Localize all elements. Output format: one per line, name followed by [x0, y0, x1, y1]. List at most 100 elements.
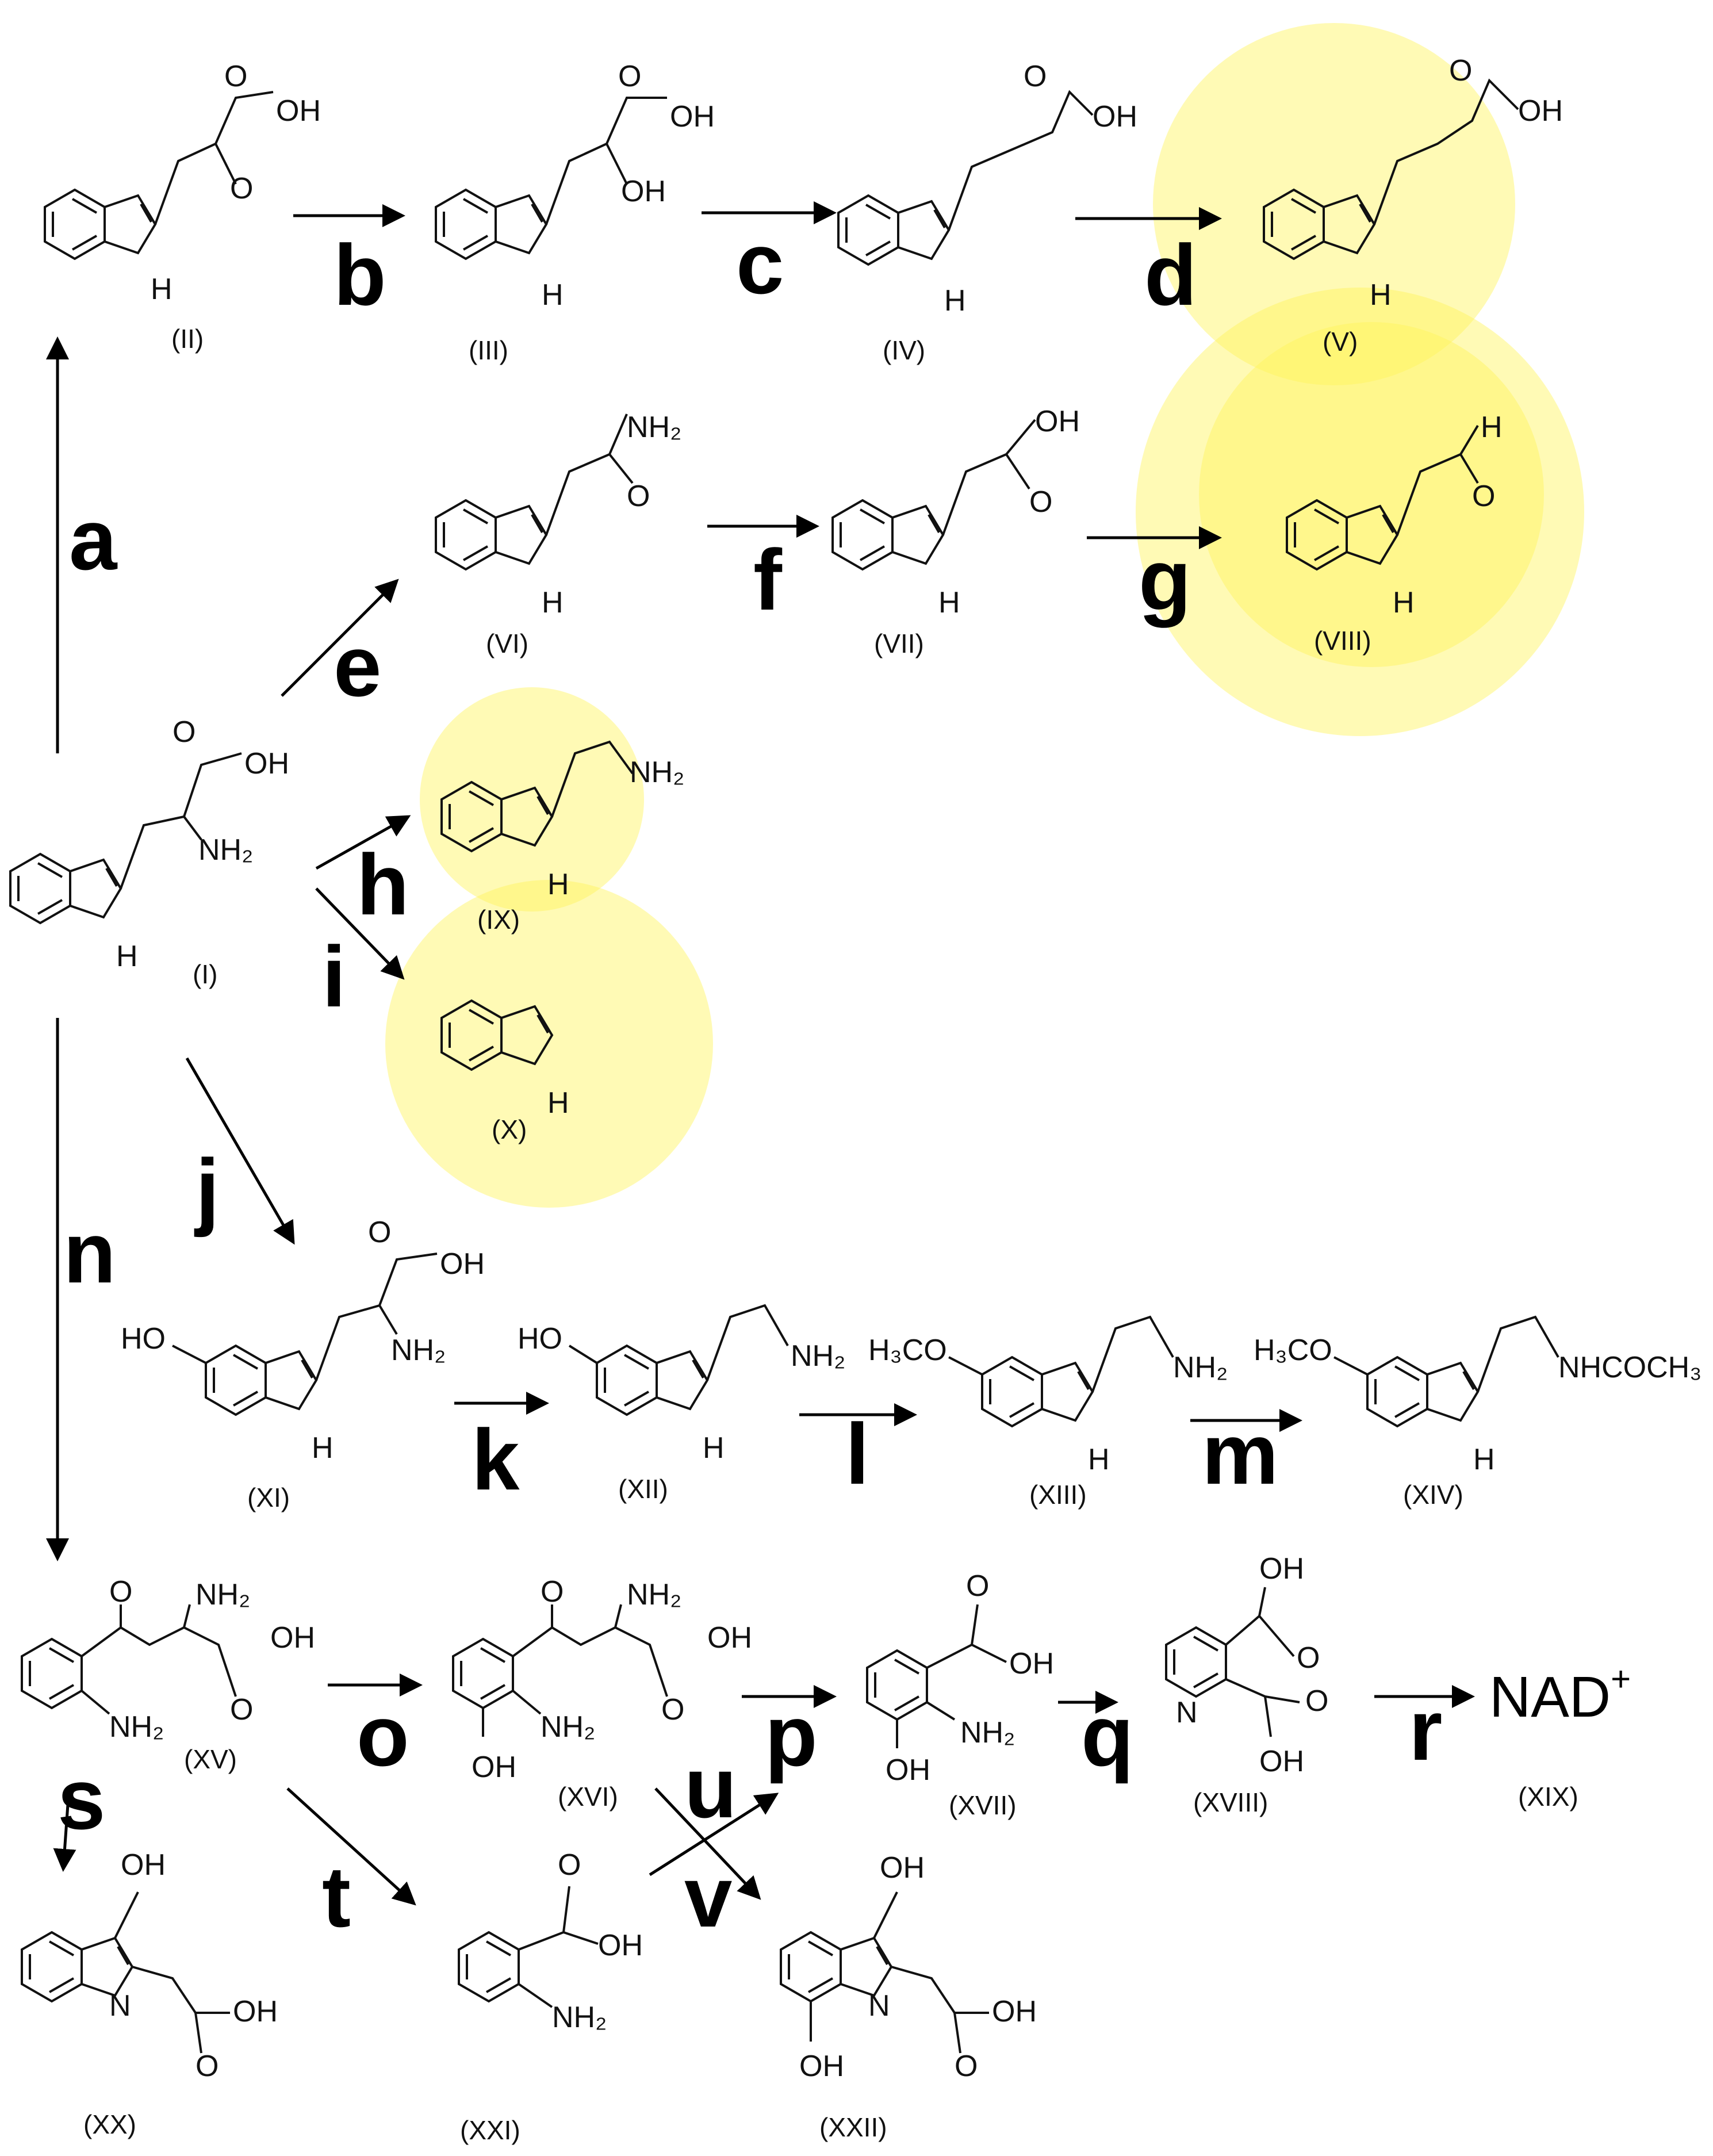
structure-vii: OH O H	[831, 405, 1080, 619]
svg-text:OH: OH	[1259, 1552, 1304, 1586]
compound-label-xvi: (XVI)	[558, 1782, 618, 1812]
compound-label-viii: (VIII)	[1314, 626, 1371, 656]
svg-text:NH₂: NH₂	[1173, 1351, 1228, 1384]
structure-ix: NH₂ H	[440, 740, 684, 901]
svg-text:OH: OH	[992, 1995, 1037, 2028]
svg-text:OH: OH	[707, 1621, 752, 1655]
svg-text:O: O	[558, 1848, 581, 1882]
structure-x: H	[440, 1000, 569, 1120]
step-label-j: j	[194, 1141, 220, 1238]
step-label-b: b	[334, 227, 386, 323]
svg-text:H₃CO: H₃CO	[1254, 1334, 1332, 1367]
svg-text:N: N	[1176, 1696, 1198, 1729]
step-label-q: q	[1081, 1687, 1134, 1784]
step-label-k: k	[472, 1411, 520, 1508]
svg-text:H: H	[944, 284, 966, 317]
arrow-j	[185, 1057, 295, 1245]
structure-xvii: O OH NH₂ OH	[866, 1569, 1054, 1787]
nad-product: NAD+	[1489, 1660, 1631, 1729]
step-label-s: s	[58, 1751, 105, 1847]
svg-text:O: O	[1305, 1684, 1328, 1718]
svg-text:OH: OH	[276, 94, 321, 128]
svg-text:NH₂: NH₂	[627, 1578, 681, 1611]
svg-text:OH: OH	[121, 1848, 166, 1882]
svg-text:H: H	[547, 868, 569, 901]
step-label-u: u	[684, 1739, 737, 1836]
structure-viii: H O H	[1286, 411, 1503, 619]
svg-text:OH: OH	[1009, 1647, 1054, 1680]
arrow-u	[649, 1793, 779, 1877]
step-label-f: f	[753, 531, 783, 628]
svg-text:N: N	[868, 1989, 890, 2023]
svg-text:H: H	[938, 586, 960, 619]
compound-label-iv: (IV)	[883, 335, 925, 365]
svg-text:O: O	[661, 1693, 684, 1726]
svg-text:OH: OH	[440, 1247, 485, 1281]
structure-xiii: H₃CO NH₂ H	[868, 1315, 1228, 1476]
compound-label-xx: (XX)	[83, 2109, 136, 2139]
structure-xviii: OH O O OH N	[1165, 1552, 1328, 1778]
svg-text:O: O	[224, 60, 247, 93]
compound-label-xiii: (XIII)	[1029, 1480, 1087, 1510]
svg-text:N: N	[109, 1989, 131, 2023]
svg-text:O: O	[173, 715, 196, 749]
svg-text:O: O	[618, 60, 641, 93]
compound-label-v: (V)	[1323, 327, 1358, 357]
structure-xxi: O OH NH₂	[458, 1848, 643, 2034]
step-label-o: o	[357, 1687, 409, 1784]
svg-text:OH: OH	[1518, 94, 1563, 128]
svg-text:H: H	[1473, 1443, 1495, 1476]
compound-label-vi: (VI)	[486, 629, 528, 658]
svg-text:O: O	[627, 480, 650, 513]
step-label-v: v	[684, 1848, 732, 1945]
structure-xii: HO NH₂ H	[518, 1304, 845, 1465]
svg-text:NH₂: NH₂	[627, 411, 681, 444]
svg-text:H: H	[1370, 278, 1392, 312]
svg-text:OH: OH	[621, 175, 666, 208]
compound-label-xxii: (XXII)	[819, 2112, 887, 2142]
structure-xxii: OH N OH O OH	[780, 1851, 1037, 2083]
svg-text:OH: OH	[1093, 100, 1137, 133]
step-label-p: p	[765, 1687, 818, 1784]
compound-label-xv: (XV)	[184, 1744, 237, 1774]
svg-text:O: O	[955, 2050, 978, 2083]
arrow-v	[654, 1787, 761, 1900]
svg-text:OH: OH	[233, 1995, 278, 2028]
structure-v: O OH H	[1263, 54, 1563, 312]
step-label-l: l	[845, 1406, 869, 1502]
svg-text:H: H	[1088, 1443, 1110, 1476]
svg-text:O: O	[1297, 1641, 1320, 1675]
compound-label-vii: (VII)	[874, 629, 924, 658]
svg-text:O: O	[966, 1569, 989, 1603]
compound-label-xxi: (XXI)	[460, 2115, 520, 2145]
compound-label-iii: (III)	[469, 335, 508, 365]
step-label-d: d	[1144, 227, 1197, 323]
svg-text:OH: OH	[799, 2050, 844, 2083]
compound-label-xiv: (XIV)	[1403, 1480, 1463, 1510]
svg-text:OH: OH	[886, 1753, 930, 1787]
step-label-a: a	[69, 491, 118, 588]
svg-text:H: H	[116, 940, 138, 973]
svg-text:NH₂: NH₂	[391, 1334, 446, 1367]
arrow-h	[315, 815, 411, 870]
structure-xi: HO O OH NH₂ H	[121, 1216, 485, 1465]
structure-i: O OH NH₂ H	[9, 715, 289, 973]
step-label-e: e	[334, 618, 381, 714]
svg-text:O: O	[196, 2050, 219, 2083]
svg-text:NH₂: NH₂	[541, 1710, 595, 1744]
structure-xx: OH N OH O	[21, 1848, 278, 2083]
svg-text:H₃CO: H₃CO	[868, 1334, 947, 1367]
svg-text:OH: OH	[1259, 1745, 1304, 1778]
step-label-c: c	[736, 215, 784, 312]
svg-text:NH₂: NH₂	[198, 833, 253, 867]
highlight-ix	[420, 687, 644, 912]
svg-text:H: H	[547, 1086, 569, 1120]
svg-text:H: H	[542, 586, 564, 619]
arrow-s	[53, 1788, 76, 1872]
compound-label-x: (X)	[492, 1115, 527, 1144]
compound-label-i: (I)	[193, 959, 217, 989]
svg-text:OH: OH	[270, 1621, 315, 1655]
svg-text:OH: OH	[244, 747, 289, 780]
svg-text:O: O	[1472, 480, 1495, 513]
svg-text:O: O	[1024, 60, 1047, 93]
